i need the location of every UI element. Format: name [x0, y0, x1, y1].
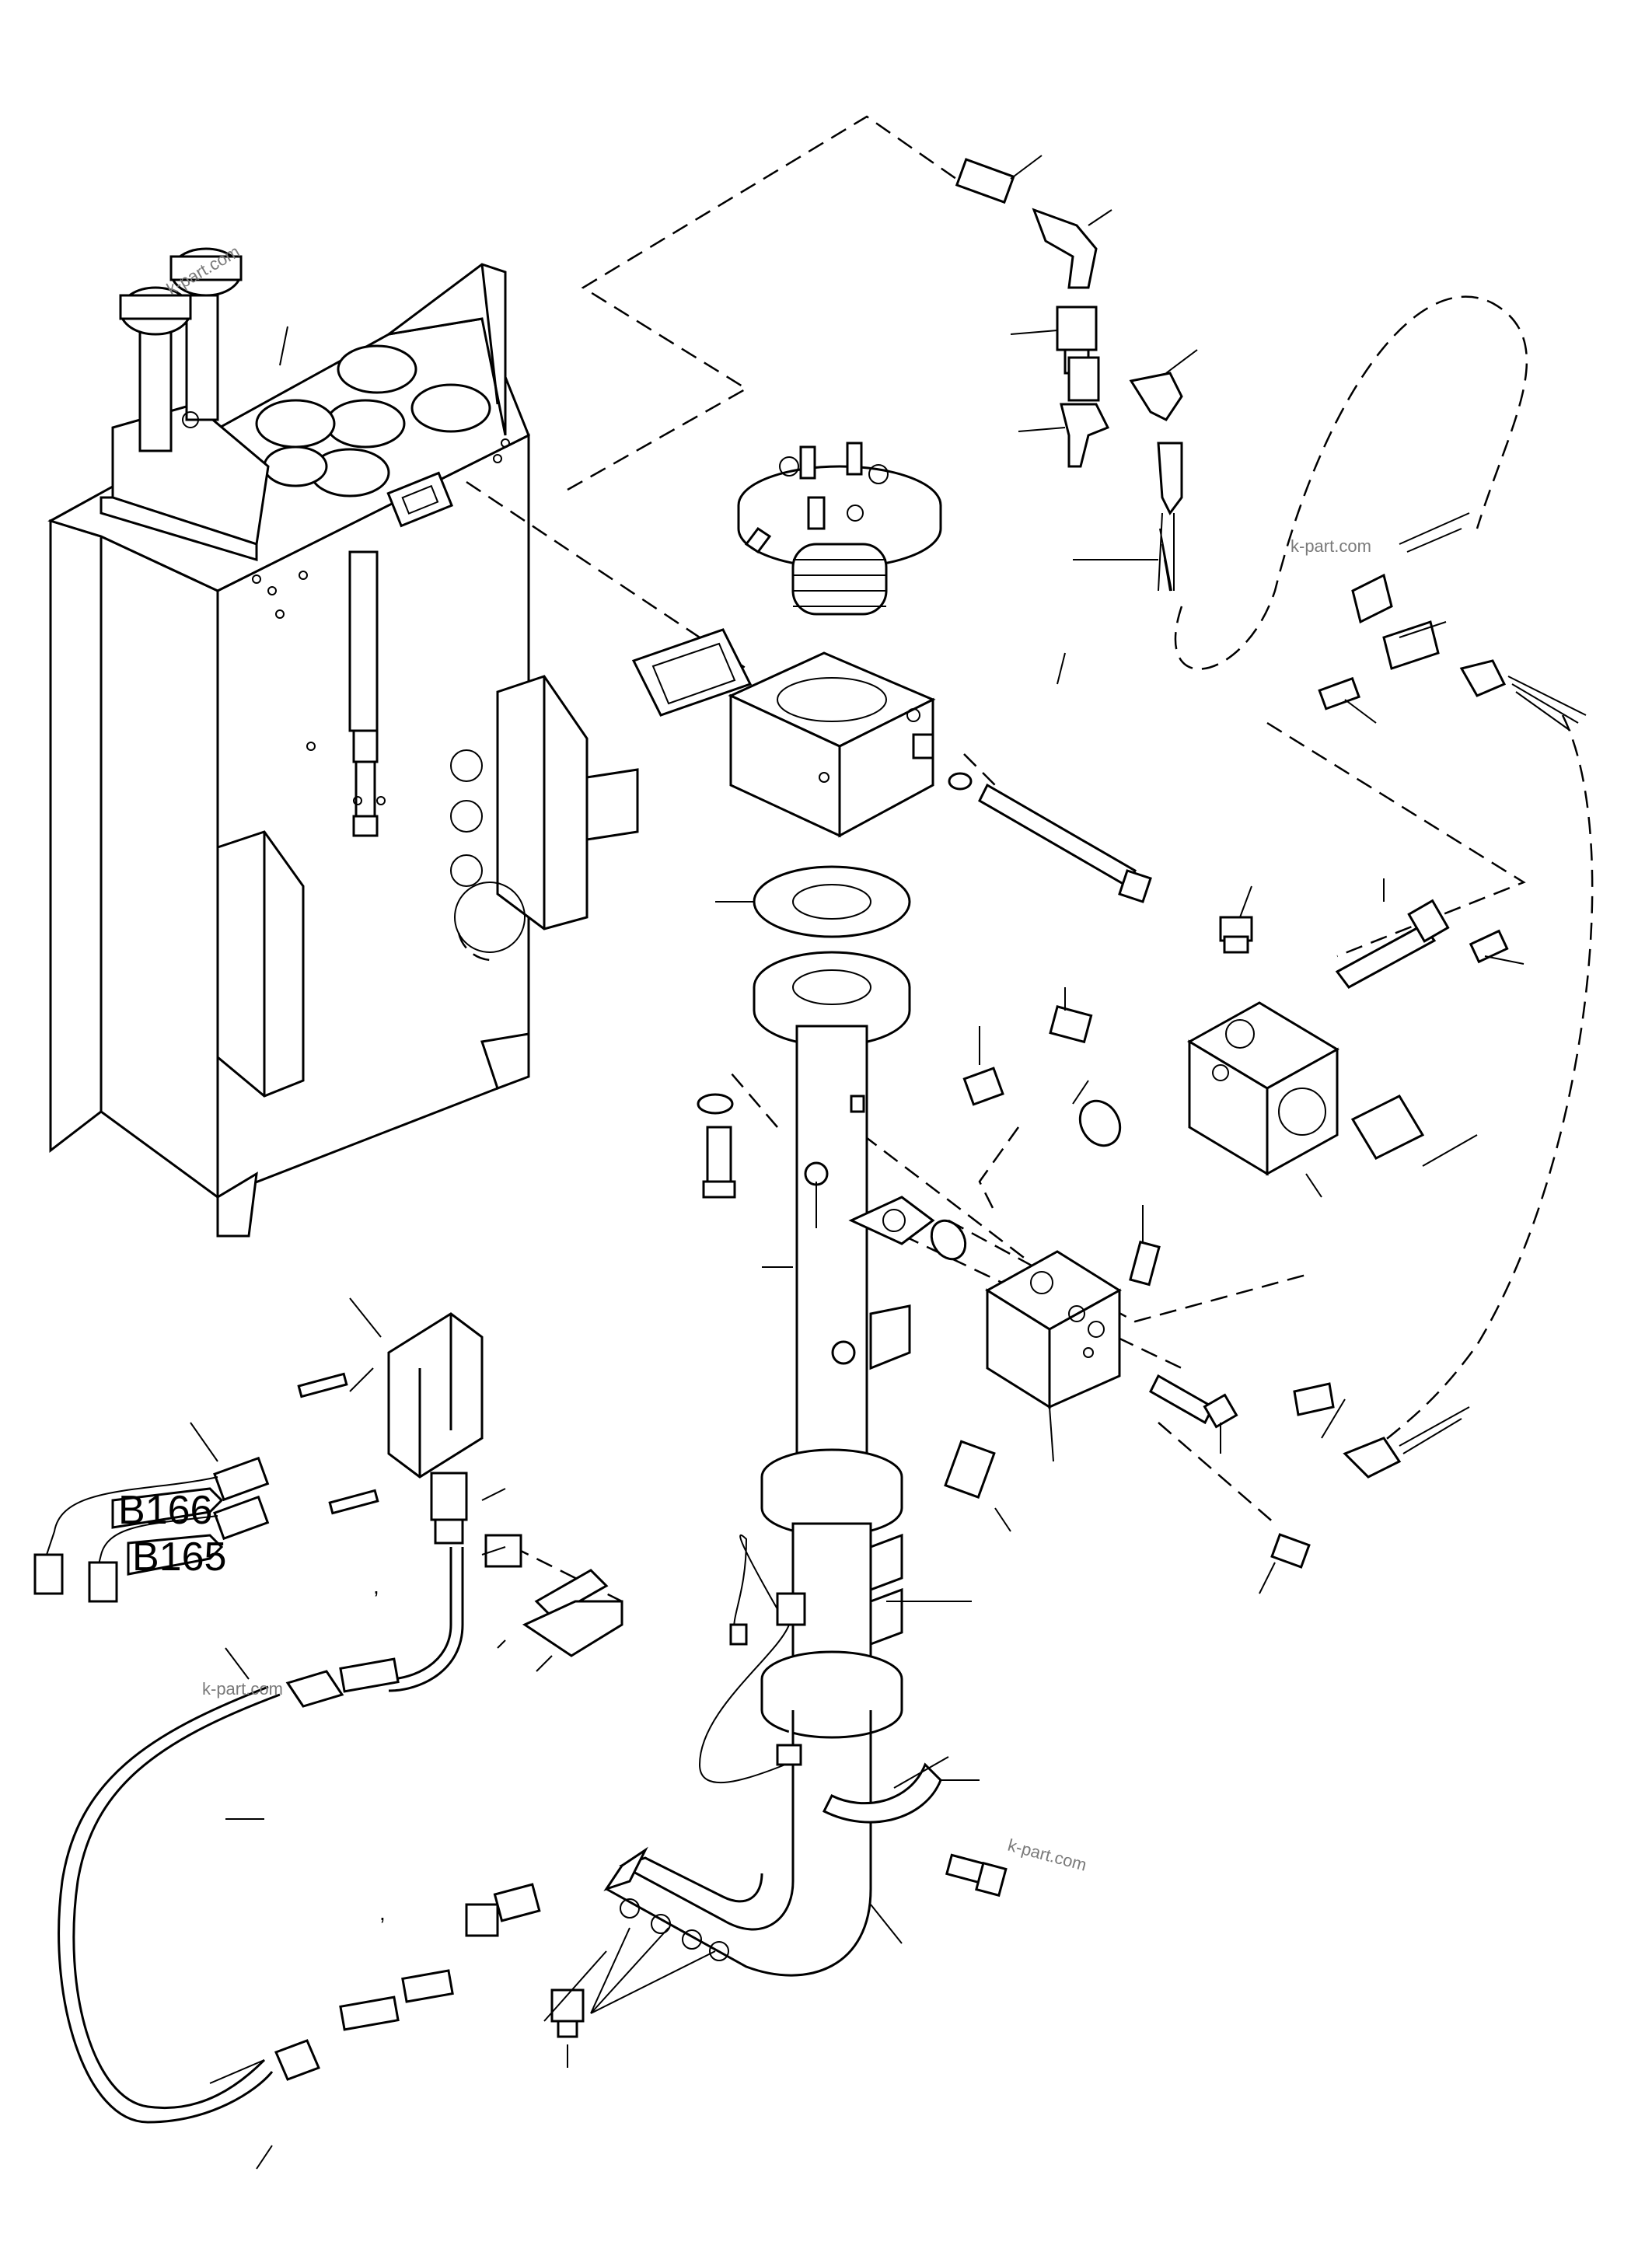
upper-fittings: [955, 158, 1587, 1479]
watermark: k-part.com: [202, 1679, 283, 1699]
filter-assembly: [631, 442, 1152, 1199]
connector-tag-b165: B165: [132, 1535, 226, 1580]
comma-mark: ,: [379, 1901, 386, 1925]
watermark: k-part.com: [1291, 536, 1371, 556]
connector-tag-b166: B166: [118, 1488, 212, 1533]
comma-mark: ,: [373, 1574, 379, 1598]
lower-hose: [58, 1547, 541, 2124]
hydraulic-tank: [47, 247, 639, 1238]
routing-lines: [466, 115, 1594, 1603]
marks: , ,: [373, 1574, 386, 1925]
watermark: k-part.com: [1006, 1835, 1089, 1875]
main-tube: [603, 1025, 935, 1977]
leader-lines: [190, 155, 1525, 2170]
valve-blocks: [930, 899, 1509, 1569]
sensor-assembly: B166 B165: [33, 1312, 1008, 2038]
